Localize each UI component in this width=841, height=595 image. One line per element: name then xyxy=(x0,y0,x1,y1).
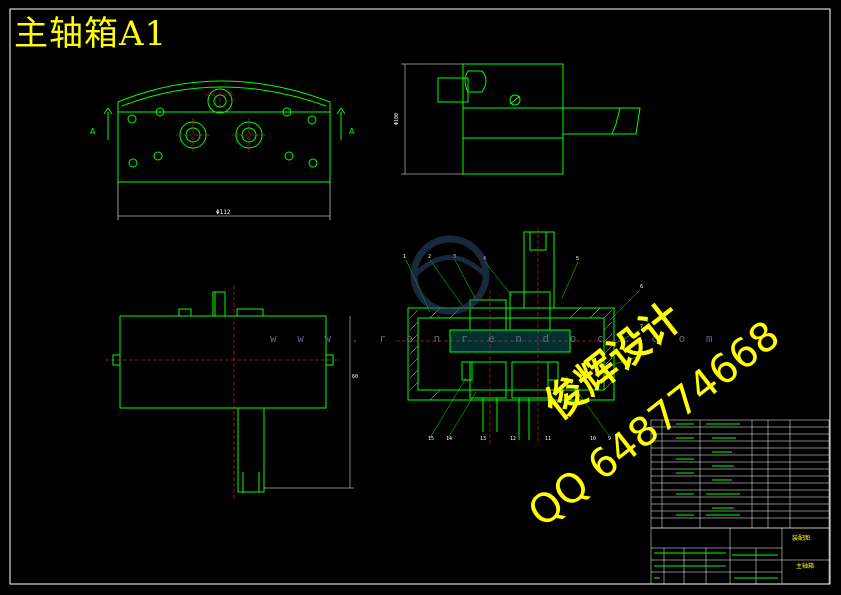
balloon-10: 10 xyxy=(590,436,596,442)
front-view xyxy=(117,80,331,220)
watermark-site: w w w . r e n r e n d o c . c o m xyxy=(270,332,720,345)
section-mark-right: A xyxy=(349,127,355,136)
balloon-8: 8 xyxy=(640,350,643,356)
side-view-dims xyxy=(401,63,463,175)
section-arrows xyxy=(103,107,346,140)
plan-view-dims xyxy=(264,316,354,489)
side-view xyxy=(437,63,641,175)
front-width-dim: Φ112 xyxy=(216,209,231,216)
balloon-9: 9 xyxy=(608,436,611,442)
balloon-5: 5 xyxy=(576,256,579,262)
section-view: 1 2 3 4 5 6 7 8 9 10 11 12 13 14 15 xyxy=(396,228,643,445)
callout-balloons: 1 2 3 4 5 6 7 8 9 10 11 12 13 14 15 xyxy=(403,254,643,442)
title-block-entries xyxy=(654,552,778,579)
balloon-6: 6 xyxy=(640,284,643,290)
balloon-2: 2 xyxy=(428,254,431,260)
balloon-11: 11 xyxy=(545,436,551,442)
watermark-logo xyxy=(410,235,490,315)
drawing-frame xyxy=(9,8,831,585)
title-block-drawing-title: 装配图 xyxy=(792,534,810,542)
side-height-dim: Φ100 xyxy=(394,113,400,125)
balloon-1: 1 xyxy=(403,254,406,260)
callout-leaders xyxy=(405,259,641,439)
balloon-13: 13 xyxy=(480,436,486,442)
balloon-15: 15 xyxy=(428,436,434,442)
plan-view xyxy=(112,291,334,493)
section-centerlines xyxy=(396,228,626,445)
balloon-14: 14 xyxy=(446,436,452,442)
plan-height-dim: 60 xyxy=(352,374,358,380)
balloon-12: 12 xyxy=(510,436,516,442)
balloon-7: 7 xyxy=(640,324,643,330)
parts-list-entries xyxy=(676,423,740,516)
plan-view-centerlines xyxy=(105,285,340,500)
drawing-title: 主轴箱A1 xyxy=(14,14,168,54)
front-view-centerlines xyxy=(176,86,266,152)
section-mark-left: A xyxy=(90,127,96,136)
title-block-part-name: 主轴箱 xyxy=(796,562,814,570)
parts-list xyxy=(650,419,830,529)
